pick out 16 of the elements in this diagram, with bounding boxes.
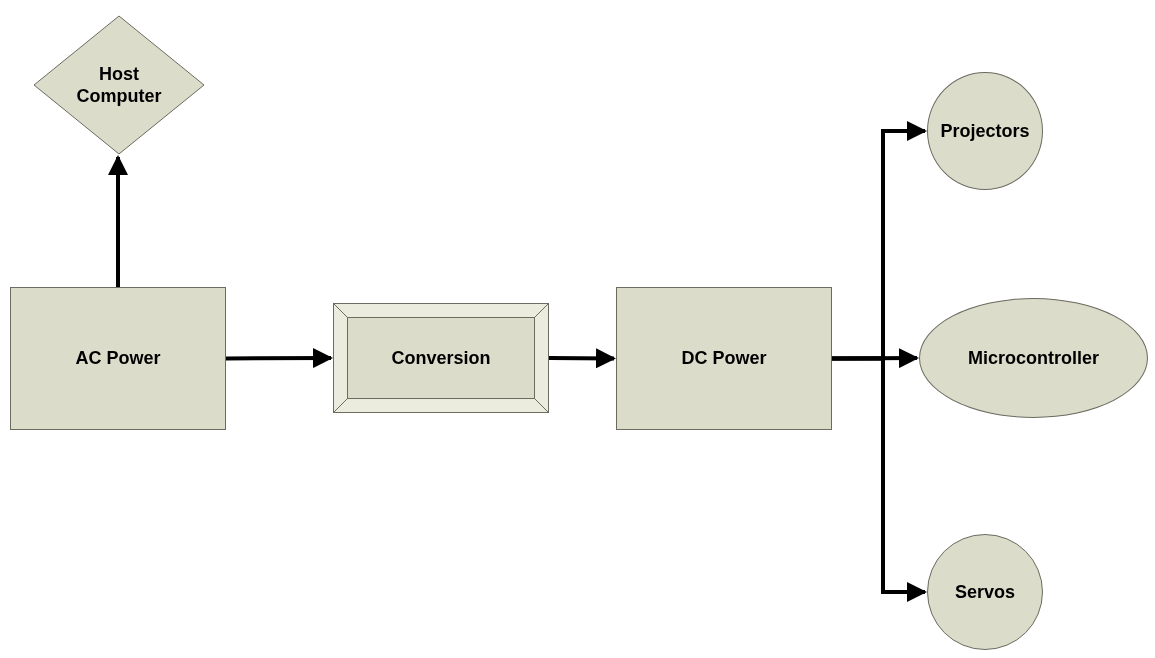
- arrow: [549, 348, 616, 369]
- arrow: [832, 356, 927, 602]
- arrow: [832, 348, 919, 369]
- arrow: [108, 155, 128, 287]
- process-box: [10, 287, 226, 430]
- node-label: Microcontroller: [968, 346, 1099, 370]
- node-label: Host Computer: [75, 62, 163, 108]
- node-label: Servos: [954, 580, 1015, 604]
- node-label: Projectors: [940, 119, 1030, 143]
- bevel-box: [333, 303, 549, 413]
- node-label: Conversion: [391, 346, 491, 370]
- arrow: [226, 348, 333, 369]
- node-label: DC Power: [681, 347, 767, 370]
- decision-diamond: [33, 15, 205, 155]
- node-label: AC Power: [75, 347, 161, 370]
- process-box: [616, 287, 832, 430]
